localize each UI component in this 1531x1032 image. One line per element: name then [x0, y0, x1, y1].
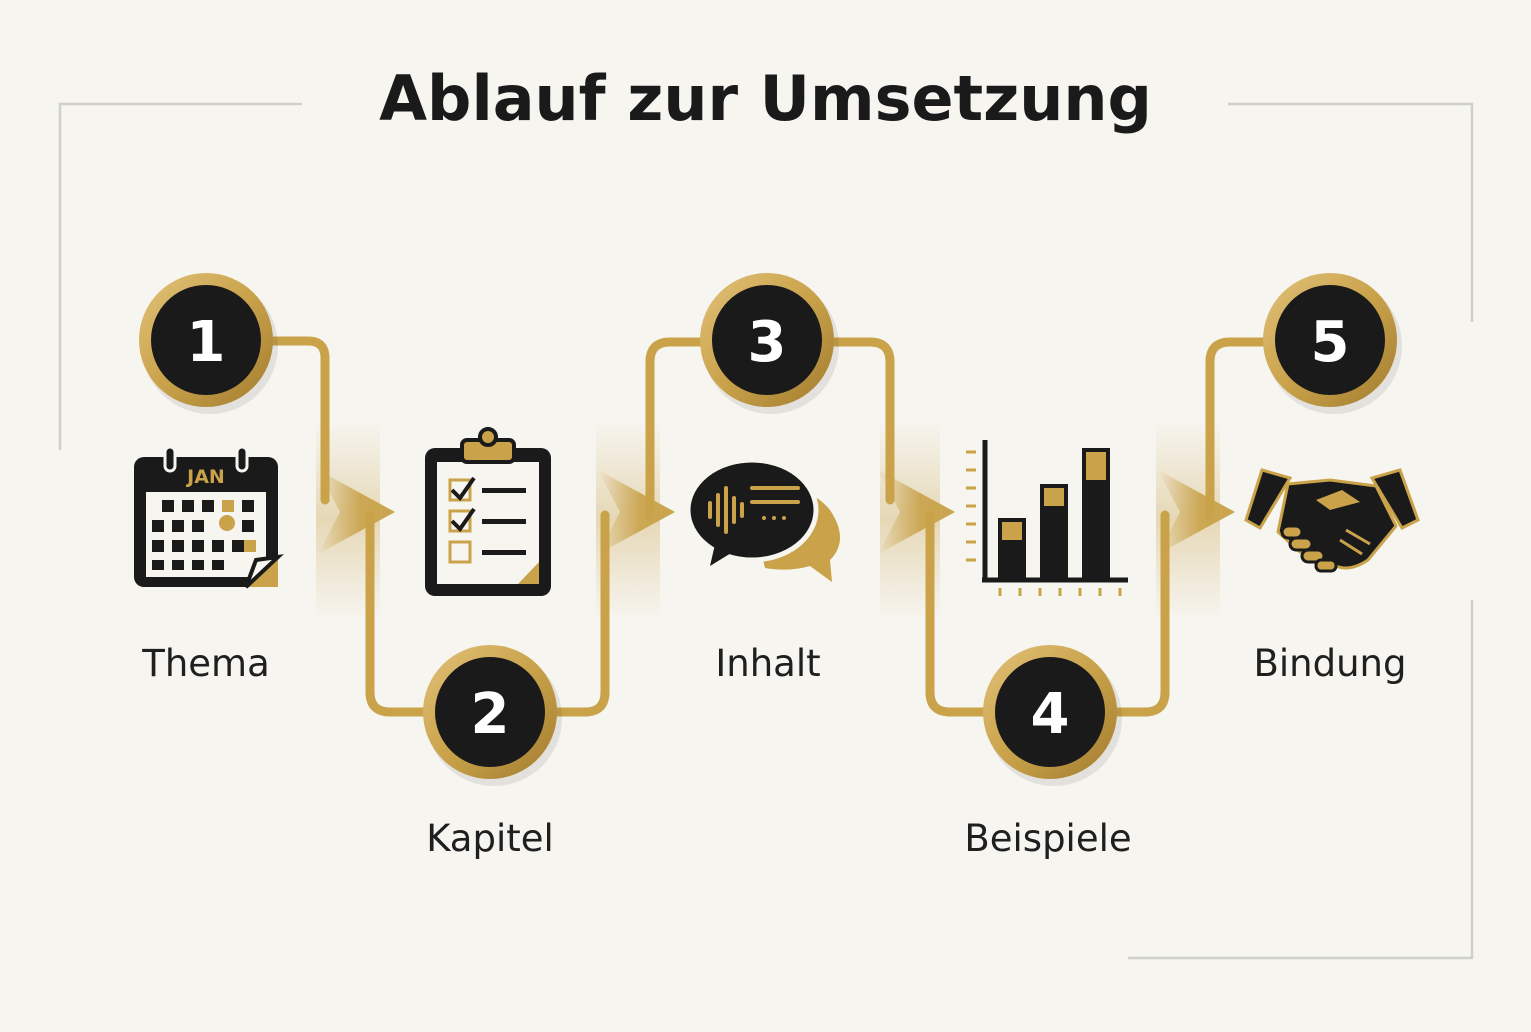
step-badge-5: 5 [1263, 273, 1402, 414]
arrow-2 [598, 470, 675, 554]
speech-bubbles-icon [685, 457, 840, 582]
decorative-frame [58, 102, 1474, 960]
step-label-2: Kapitel [426, 817, 554, 860]
step-number-1: 1 [187, 310, 226, 375]
step-number-2: 2 [471, 682, 510, 747]
step-badge-3: 3 [700, 273, 839, 414]
step-number-3: 3 [748, 310, 787, 375]
bar-chart-icon [966, 440, 1128, 596]
connector-paths [265, 336, 1275, 717]
step-badge-2: 2 [423, 645, 562, 786]
handshake-icon [1244, 468, 1420, 573]
step-label-5: Bindung [1253, 642, 1407, 685]
calendar-icon: JAN [134, 445, 284, 589]
step-number-4: 4 [1031, 682, 1070, 747]
arrow-1 [318, 470, 395, 554]
clipboard-checklist-icon [425, 427, 551, 596]
page-title: Ablauf zur Umsetzung [379, 62, 1152, 135]
step-label-1: Thema [142, 642, 270, 685]
step-label-4: Beispiele [964, 817, 1132, 860]
calendar-month: JAN [185, 466, 225, 488]
step-number-5: 5 [1311, 310, 1350, 375]
step-label-3: Inhalt [715, 642, 821, 685]
arrow-3 [878, 470, 955, 554]
flow-arrows [318, 470, 1235, 554]
step-badge-4: 4 [983, 645, 1122, 786]
step-badge-1: 1 [139, 273, 278, 414]
arrow-4 [1158, 470, 1235, 554]
